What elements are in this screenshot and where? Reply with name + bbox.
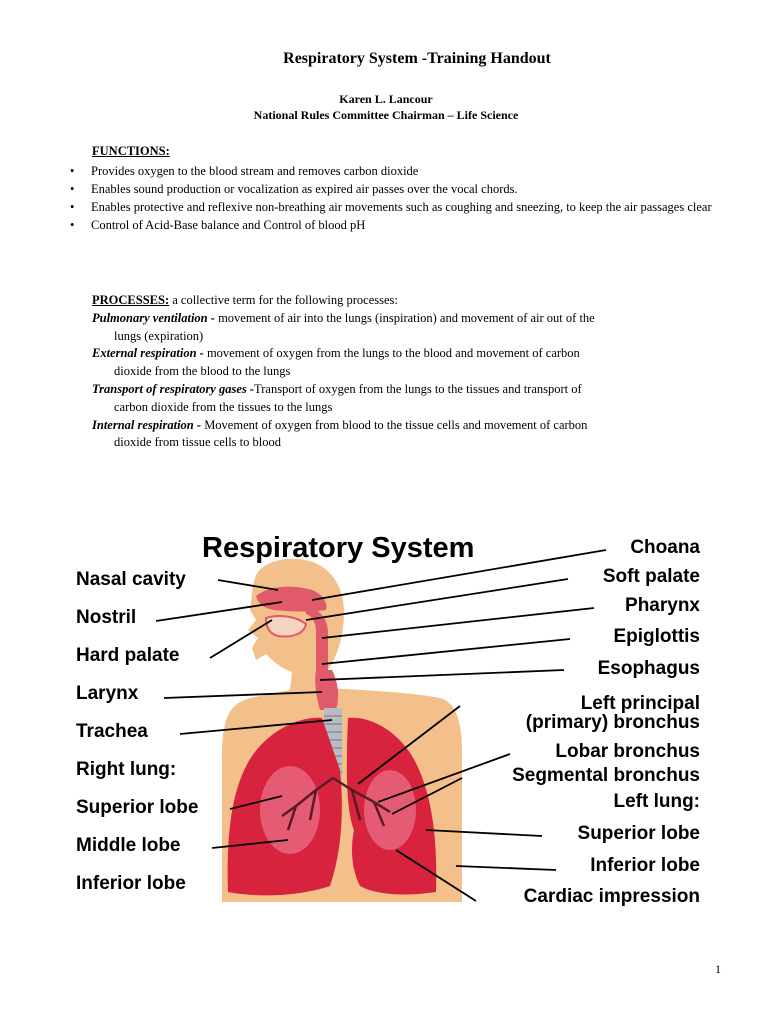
- bronchial-tree: [281, 776, 391, 831]
- process-description: Movement of oxygen from blood to the tis…: [201, 417, 588, 432]
- list-item: Enables protective and reflexive non-bre…: [70, 198, 720, 216]
- author-role: National Rules Committee Chairman – Life…: [253, 108, 519, 122]
- oral-cavity-shape: [264, 615, 308, 638]
- process-description-cont: carbon dioxide from the tissues to the l…: [114, 399, 333, 414]
- label-middle-lobe: Middle lobe: [76, 835, 181, 856]
- label-nostril: Nostril: [76, 607, 137, 628]
- label-left-inferior-lobe: Inferior lobe: [590, 855, 700, 876]
- label-primary-bronchus: (primary) bronchus: [525, 712, 700, 733]
- functions-heading: FUNCTIONS:: [92, 144, 170, 158]
- larynx-shape: [315, 670, 339, 710]
- label-left-superior-lobe: Superior lobe: [577, 823, 700, 844]
- label-left-lung: Left lung:: [613, 791, 700, 812]
- process-description-cont: lungs (expiration): [114, 328, 204, 343]
- leader-lines: [155, 549, 607, 902]
- process-term: Internal respiration -: [92, 417, 202, 432]
- diagram-title: Respiratory System: [202, 532, 475, 564]
- process-description: Transport of oxygen from the lungs to th…: [254, 381, 582, 396]
- process-description: movement of oxygen from the lungs to the…: [203, 346, 580, 361]
- process-term: Transport of respiratory gases -: [92, 381, 255, 396]
- label-epiglottis: Epiglottis: [613, 626, 700, 647]
- nasal-cavity-shape: [256, 586, 327, 612]
- list-item: Control of Acid-Base balance and Control…: [70, 216, 720, 234]
- processes-intro: a collective term for the following proc…: [169, 293, 398, 307]
- label-inferior-lobe: Inferior lobe: [76, 873, 186, 894]
- respiratory-diagram: Respiratory System Nasal cavity Nostril …: [60, 520, 720, 910]
- functions-list: Provides oxygen to the blood stream and …: [70, 162, 720, 234]
- label-superior-lobe: Superior lobe: [76, 797, 199, 818]
- list-item: Enables sound production or vocalization…: [70, 180, 720, 198]
- label-cardiac-impression: Cardiac impression: [523, 886, 700, 907]
- process-description: movement of air into the lungs (inspirat…: [214, 310, 595, 325]
- list-item: Provides oxygen to the blood stream and …: [70, 162, 720, 180]
- pharynx-shape: [306, 606, 328, 672]
- label-right-lung: Right lung:: [76, 759, 177, 780]
- anatomy-illustration: [155, 549, 607, 902]
- process-description-cont: dioxide from the blood to the lungs: [114, 364, 291, 379]
- label-pharynx: Pharynx: [625, 595, 700, 616]
- label-left-principal: Left principal: [580, 693, 700, 714]
- process-term: External respiration -: [92, 346, 204, 361]
- process-term: Pulmonary ventilation -: [92, 310, 215, 325]
- label-larynx: Larynx: [76, 683, 139, 704]
- page-number: 1: [715, 962, 721, 976]
- label-esophagus: Esophagus: [597, 658, 700, 679]
- process-description-cont: dioxide from tissue cells to blood: [114, 435, 281, 450]
- processes-heading: PROCESSES:: [92, 293, 170, 307]
- author-name: Karen L. Lancour: [339, 92, 433, 106]
- label-soft-palate: Soft palate: [602, 566, 700, 587]
- left-lung-highlight: [364, 770, 416, 850]
- label-trachea: Trachea: [76, 721, 148, 742]
- label-nasal-cavity: Nasal cavity: [76, 569, 186, 590]
- document-title: Respiratory System -Training Handout: [283, 50, 551, 67]
- processes-section: PROCESSES: a collective term for the fol…: [92, 292, 712, 452]
- label-segmental-bronchus: Segmental bronchus: [512, 765, 700, 786]
- label-choana: Choana: [630, 537, 700, 558]
- label-lobar-bronchus: Lobar bronchus: [555, 741, 700, 762]
- label-hard-palate: Hard palate: [76, 645, 180, 666]
